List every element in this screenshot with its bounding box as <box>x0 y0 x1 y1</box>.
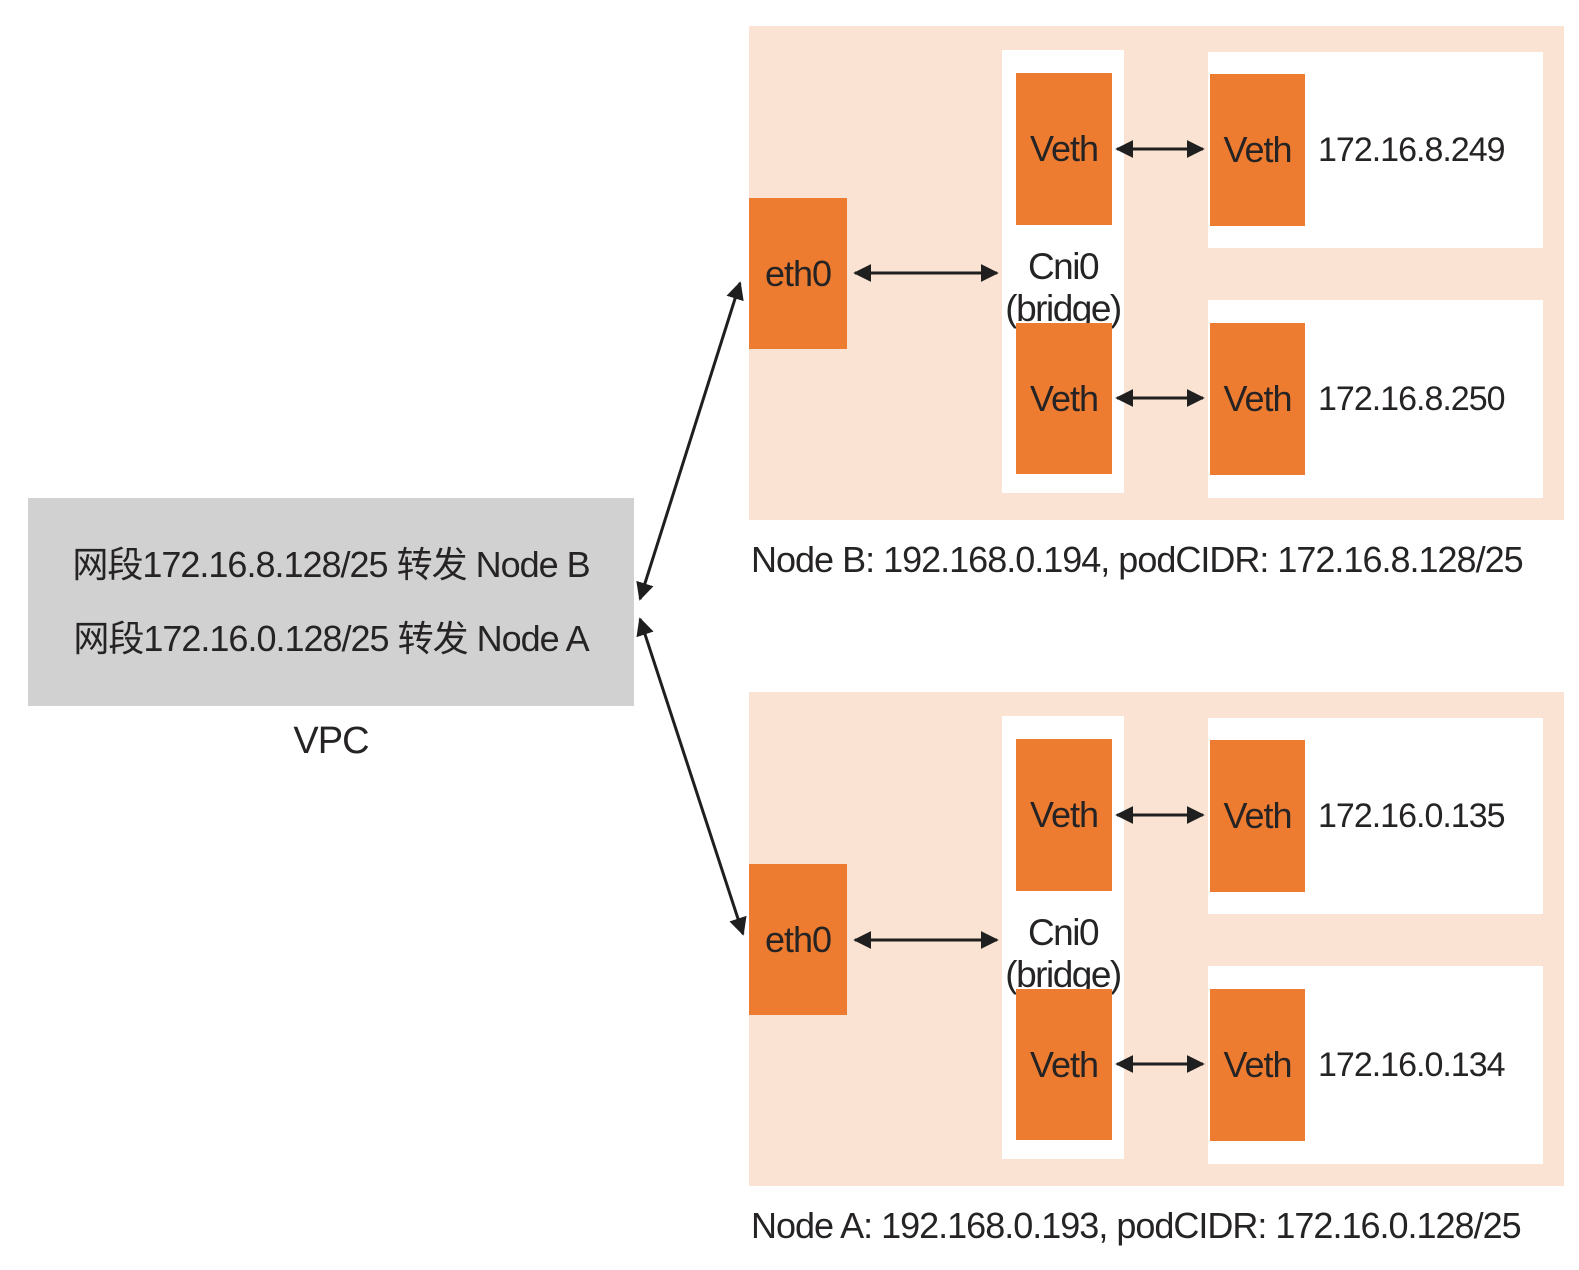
vpc-route-node-a: 网段172.16.0.128/25 转发 Node A <box>73 618 589 659</box>
vpc-route-node-b: 网段172.16.8.128/25 转发 Node B <box>72 544 590 585</box>
node-a-bridge-veth-1: Veth <box>1016 739 1112 891</box>
node-b-eth0: eth0 <box>749 198 847 349</box>
node-a-cni0-bridge: Veth Cni0 (bridge) Veth <box>1002 716 1124 1159</box>
node-b-pod-2-veth: Veth <box>1210 323 1305 475</box>
node-a-pod-1-ip: 172.16.0.135 <box>1318 796 1506 835</box>
bridge-name-line2: (bridge) <box>1005 288 1122 329</box>
node-a: eth0 Veth Cni0 (bridge) Veth Veth 172.16… <box>749 692 1564 1246</box>
node-a-eth0: eth0 <box>749 864 847 1015</box>
node-a-bridge-veth-2: Veth <box>1016 989 1112 1140</box>
node-b-cni0-bridge: Veth Cni0 (bridge) Veth <box>1002 50 1124 493</box>
node-a-bridge-name: Cni0 (bridge) <box>996 912 1130 996</box>
node-a-pod-1: Veth 172.16.0.135 <box>1208 718 1543 914</box>
node-a-pod-2-ip: 172.16.0.134 <box>1318 1045 1506 1084</box>
vpc-route-table: 网段172.16.8.128/25 转发 Node B 网段172.16.0.1… <box>28 498 634 706</box>
arrow-vpc-to-node-a-eth0 <box>636 617 747 936</box>
node-b-pod-1-veth: Veth <box>1210 74 1305 226</box>
bridge-name-line1: Cni0 <box>1027 912 1100 953</box>
node-b: eth0 Veth Cni0 (bridge) Veth Veth 172.16… <box>749 26 1564 580</box>
node-b-pod-1-ip: 172.16.8.249 <box>1318 130 1506 169</box>
node-b-pod-2-ip: 172.16.8.250 <box>1318 379 1506 418</box>
node-b-bridge-veth-1: Veth <box>1016 73 1112 225</box>
arrow-vpc-to-node-b-eth0 <box>636 281 744 601</box>
node-b-bridge-veth-2: Veth <box>1016 323 1112 474</box>
node-b-pod-1: Veth 172.16.8.249 <box>1208 52 1543 248</box>
node-b-caption: Node B: 192.168.0.194, podCIDR: 172.16.8… <box>751 539 1524 580</box>
node-a-pod-2: Veth 172.16.0.134 <box>1208 966 1543 1164</box>
bridge-name-line2: (bridge) <box>1005 954 1122 995</box>
bridge-name-line1: Cni0 <box>1027 246 1100 287</box>
node-a-pod-2-veth: Veth <box>1210 989 1305 1141</box>
node-a-pod-1-veth: Veth <box>1210 740 1305 892</box>
node-b-bridge-name: Cni0 (bridge) <box>996 246 1130 330</box>
node-a-caption: Node A: 192.168.0.193, podCIDR: 172.16.0… <box>751 1205 1522 1246</box>
node-b-pod-2: Veth 172.16.8.250 <box>1208 300 1543 498</box>
vpc-label: VPC <box>293 720 369 762</box>
